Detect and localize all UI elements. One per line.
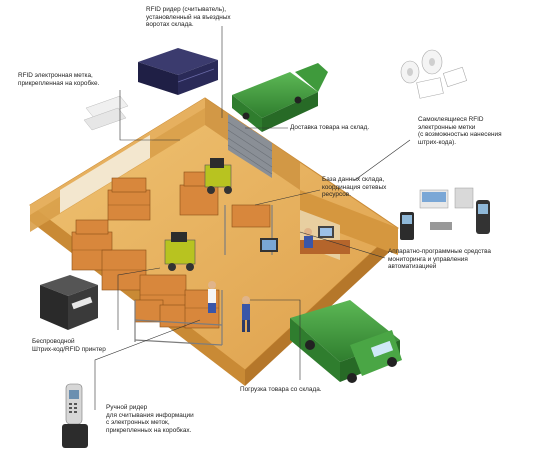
label-delivery: Доставка товара на склад.	[290, 124, 370, 131]
forklift-icon	[204, 158, 232, 194]
label-self-adhesive-tags: Самоклеящиеся RFID электронные метки (с …	[418, 116, 502, 146]
truck-icon	[232, 63, 328, 132]
worker-icon	[208, 281, 216, 313]
handheld-scanner-icon	[62, 383, 88, 448]
storage-racks	[134, 205, 273, 346]
label-rfid-tags-boxes: RFID электронная метка, прикрепленная на…	[18, 72, 100, 87]
label-hw-sw-tools: Аппаратно-программные средства мониторин…	[388, 248, 491, 271]
tag-sheet-icon	[83, 95, 129, 131]
leader-lines	[94, 26, 411, 410]
rfid-reader-icon	[138, 48, 218, 95]
label-loading: Погрузка товара со склада.	[240, 386, 322, 393]
label-rolls-icon	[400, 49, 468, 99]
printer-icon	[40, 275, 98, 330]
worker-icon	[242, 296, 250, 332]
label-warehouse-db: База данных склада, координация сетевых …	[322, 176, 387, 199]
warehouse-walls	[30, 98, 300, 232]
pda-icon	[400, 187, 490, 240]
label-rfid-reader-gate: RFID ридер (считыватель), установленный …	[146, 6, 231, 29]
forklift-icon	[164, 232, 196, 271]
truck-icon	[290, 300, 402, 383]
label-wireless-printer: Беспроводной Штрих-код/RFID принтер	[32, 338, 106, 353]
label-handheld-reader: Ручной ридер для считывания информации с…	[106, 404, 194, 434]
